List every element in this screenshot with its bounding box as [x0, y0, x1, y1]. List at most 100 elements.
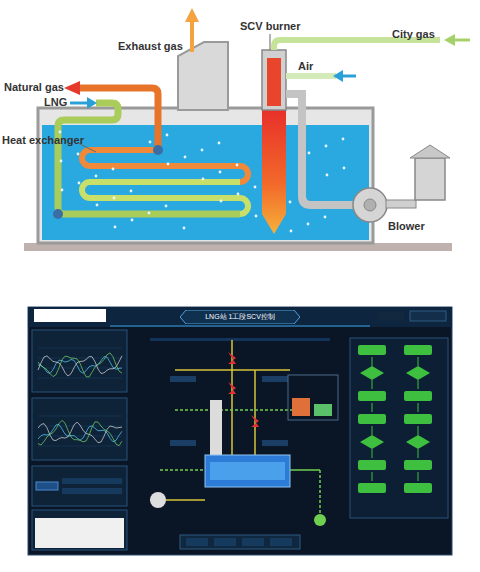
user-box	[410, 311, 446, 321]
blower-duct	[386, 200, 416, 208]
part-label: Exhaust gas	[118, 40, 183, 53]
heat-exchanger-coil	[82, 150, 248, 182]
grid-line	[38, 446, 122, 447]
flowchart-panel	[350, 338, 448, 518]
grid-line	[38, 368, 122, 369]
water-bubble	[326, 174, 329, 177]
air-filter-roof	[410, 145, 450, 158]
water-bubble	[236, 164, 239, 167]
vaporizer-water	[210, 462, 285, 480]
flow-box	[404, 483, 432, 493]
water-bubble	[131, 219, 134, 222]
water-bubble	[289, 201, 292, 204]
flow-line	[418, 472, 419, 481]
flow-box	[358, 345, 386, 355]
water-bubble	[130, 190, 133, 193]
air-arrowhead	[333, 70, 343, 82]
water-bubble	[184, 156, 187, 159]
part-label: Blower	[388, 220, 425, 233]
heat-exchanger-coil	[82, 182, 248, 214]
water-bubble	[220, 200, 223, 203]
process-pipe	[175, 369, 290, 371]
burner-fire	[267, 58, 281, 106]
water-bubble	[202, 178, 205, 181]
part-label: LNG	[44, 96, 67, 109]
valve-symbol	[228, 352, 236, 364]
part-label: Heat exchanger	[2, 134, 84, 147]
tank-symbol	[150, 492, 166, 508]
flow-box	[358, 414, 386, 424]
water-bubble	[342, 138, 345, 141]
air-duct	[286, 94, 354, 205]
flow-line	[372, 380, 373, 389]
water-bubble	[112, 168, 115, 171]
flow-diamond	[360, 435, 384, 449]
water-bubble	[149, 141, 152, 144]
air-arrow	[342, 75, 356, 78]
flow-diamond	[406, 366, 430, 380]
flow-line	[372, 449, 373, 458]
level-bar	[314, 404, 332, 416]
water-bubble	[148, 212, 151, 215]
valve-symbol	[228, 382, 236, 394]
water-bubble	[307, 223, 310, 226]
chart-trace	[38, 420, 122, 445]
flow-diamond	[360, 366, 384, 380]
chart-panel	[32, 330, 127, 392]
process-pipe	[290, 469, 320, 471]
water-bubble	[167, 163, 170, 166]
flow-box	[358, 460, 386, 470]
nav-button	[270, 538, 292, 546]
water-bubble	[96, 204, 99, 207]
hmi-header	[28, 307, 452, 327]
water-bubble	[60, 160, 63, 163]
part-label: SCV burner	[240, 20, 301, 33]
nav-bar	[180, 535, 300, 549]
chart-trace	[38, 353, 122, 377]
valve-symbol	[251, 415, 259, 427]
blower-hub	[364, 199, 376, 211]
flow-box	[358, 483, 386, 493]
flow-line	[418, 449, 419, 458]
flow-line	[372, 426, 373, 435]
hmi-button	[36, 482, 58, 490]
water-bubble	[255, 215, 258, 218]
water-bubble	[77, 153, 80, 156]
value-tag	[170, 440, 196, 446]
water-bubble	[183, 227, 186, 230]
screen-title: LNG站 1工段SCV控制	[180, 310, 300, 324]
clock-box	[378, 312, 404, 320]
level-panel	[288, 375, 338, 420]
lng-arrowhead	[87, 97, 97, 109]
alarm-panel	[32, 510, 127, 550]
water-bubble	[290, 230, 293, 233]
water-bubble	[78, 182, 81, 185]
water-bubble	[308, 152, 311, 155]
process-pipe	[319, 470, 321, 515]
water-bubble	[114, 226, 117, 229]
natural-gas-arrowhead	[64, 81, 80, 95]
blower-fan	[353, 188, 387, 222]
water-bubble	[165, 205, 168, 208]
water-bubble	[343, 167, 346, 170]
city-gas-pipe	[274, 40, 440, 50]
value-tag	[262, 376, 288, 382]
tower	[210, 400, 222, 455]
water-bubble	[237, 193, 240, 196]
status-row	[62, 478, 122, 484]
water-bubble	[324, 216, 327, 219]
chart-panel	[32, 398, 127, 460]
exhaust-arrowhead	[185, 8, 199, 22]
flow-box	[404, 391, 432, 401]
vaporizer-unit	[205, 455, 290, 487]
value-tag	[262, 440, 288, 446]
city-gas-arrow	[454, 39, 470, 42]
pipe-joint	[53, 209, 63, 219]
flow-box	[404, 414, 432, 424]
exhaust-stack	[178, 42, 228, 110]
grid-line	[38, 416, 122, 417]
value-tag	[170, 376, 196, 382]
grid-line	[38, 378, 122, 379]
flow-box	[404, 345, 432, 355]
